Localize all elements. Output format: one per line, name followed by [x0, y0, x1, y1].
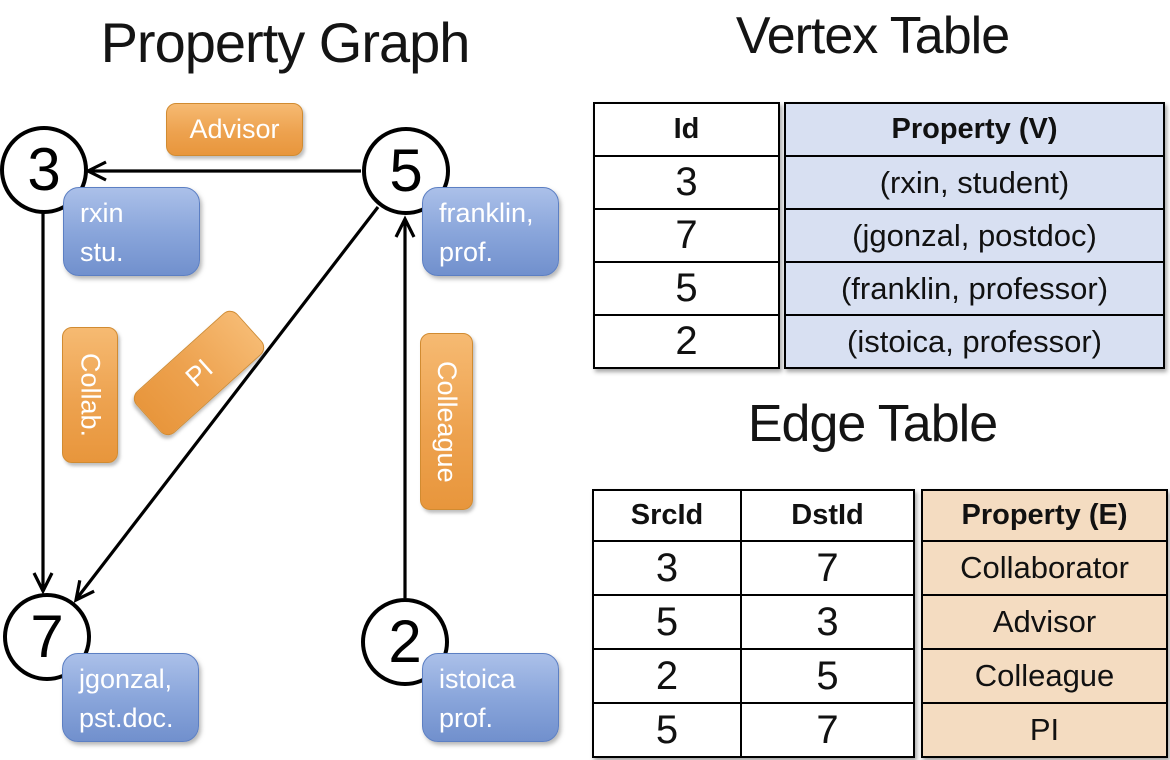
vertex-property-column: Property (V) (rxin, student) (jgonzal, p…: [784, 102, 1165, 369]
table-cell: 7: [595, 210, 778, 261]
vertex-card-line: jgonzal,: [79, 664, 173, 694]
column-header-property-e: Property (E): [923, 491, 1166, 540]
table-cell: 3: [595, 157, 778, 208]
edge-label-advisor: Advisor: [166, 103, 303, 156]
vertex-card-line: rxin: [80, 198, 124, 228]
table-cell: 2: [595, 316, 778, 367]
vertex-card-line: istoica: [439, 664, 516, 694]
vertex-card-line: stu.: [80, 237, 124, 268]
table-cell: (jgonzal, postdoc): [786, 210, 1163, 261]
table-cell: 2: [594, 650, 740, 702]
table-cell: 5: [742, 650, 913, 702]
vertex-circle-2: 2: [361, 598, 449, 686]
table-cell: (istoica, professor): [786, 316, 1163, 367]
edge-3-7-arrowhead: [32, 572, 54, 595]
vertex-card-istoica: istoica prof.: [422, 653, 559, 742]
edge-table: SrcId DstId 3 7 5 3 2 5 5 7 Property (E)…: [592, 489, 1168, 758]
table-cell: (rxin, student): [786, 157, 1163, 208]
vertex-card-line: prof.: [439, 237, 494, 268]
edge-label-text: Advisor: [189, 114, 280, 144]
column-header-srcid: SrcId: [594, 491, 740, 540]
vertex-id-label: 7: [30, 603, 64, 670]
vertex-id-column: Id 3 7 5 2: [593, 102, 780, 369]
vertex-card-line: franklin,: [439, 198, 534, 228]
table-cell: PI: [923, 704, 1166, 756]
table-cell: (franklin, professor): [786, 263, 1163, 314]
vertex-card-line: pst.doc.: [79, 703, 174, 734]
vertex-card-line: prof.: [439, 703, 494, 734]
edge-2-5-arrowhead: [394, 215, 416, 238]
table-cell: 3: [594, 542, 740, 594]
edge-property-column: Property (E) Collaborator Advisor Collea…: [921, 489, 1168, 758]
edge-5-7-line: [76, 206, 380, 598]
vertex-card-rxin: rxin stu.: [63, 187, 200, 276]
column-header-id: Id: [595, 104, 778, 155]
graph-edges: [32, 160, 416, 603]
table-cell: Advisor: [923, 596, 1166, 648]
vertex-table: Id 3 7 5 2 Property (V) (rxin, student) …: [593, 102, 1165, 369]
table-cell: 7: [742, 704, 913, 756]
edge-label-text: Collab.: [75, 352, 106, 438]
vertex-id-label: 2: [388, 608, 422, 675]
table-cell: 5: [594, 596, 740, 648]
edge-label-collab: Collab.: [62, 327, 118, 463]
column-header-dstid: DstId: [742, 491, 913, 540]
vertex-id-label: 5: [389, 137, 423, 204]
edge-5-7-arrowhead: [73, 579, 95, 603]
edge-label-text: PI: [179, 352, 219, 393]
edge-label-text: Colleague: [432, 360, 462, 483]
vertex-card-franklin: franklin, prof.: [422, 187, 559, 276]
edge-5-3-arrowhead: [84, 160, 107, 182]
table-cell: 5: [595, 263, 778, 314]
table-cell: 5: [594, 704, 740, 756]
table-cell: 3: [742, 596, 913, 648]
edge-table-title: Edge Table: [747, 395, 998, 453]
vertex-id-label: 3: [27, 136, 61, 203]
edge-id-columns: SrcId DstId 3 7 5 3 2 5 5 7: [592, 489, 915, 758]
table-cell: Collaborator: [923, 542, 1166, 594]
column-header-property-v: Property (V): [786, 104, 1163, 155]
vertex-card-jgonzal: jgonzal, pst.doc.: [62, 653, 199, 742]
vertex-table-title: Vertex Table: [735, 7, 1010, 65]
graph-title: Property Graph: [100, 11, 471, 74]
table-cell: Colleague: [923, 650, 1166, 702]
edge-label-colleague: Colleague: [420, 333, 473, 510]
table-cell: 7: [742, 542, 913, 594]
